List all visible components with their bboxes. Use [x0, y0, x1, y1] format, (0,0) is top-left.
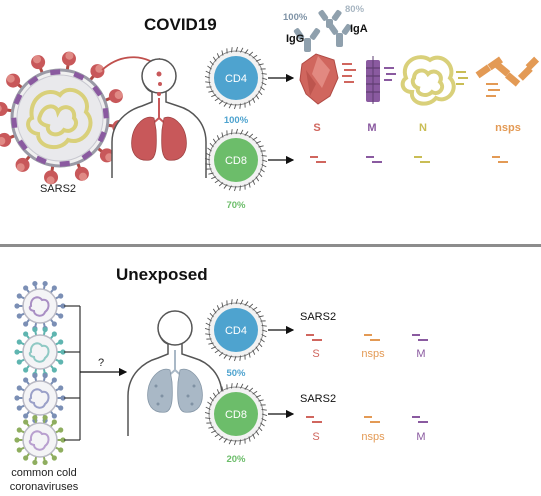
igg-label: IgG: [286, 33, 304, 45]
human-lungs-icon: [111, 58, 207, 178]
spike-protein-icon: [299, 53, 356, 105]
cd4-top-label: CD4: [225, 73, 247, 85]
section-divider: [0, 244, 541, 247]
t-cell-icon: CD4: [204, 298, 268, 362]
peptide-icon: [310, 156, 508, 163]
coronavirus-icon: [14, 280, 66, 332]
cd4-sars2-label: SARS2: [300, 311, 336, 323]
peptide-icon: [306, 334, 428, 341]
iga-percent: 80%: [345, 4, 365, 15]
bottom-title: Unexposed: [116, 265, 208, 284]
top-title: COVID19: [144, 15, 217, 34]
common-cold-virus-group: [14, 280, 66, 466]
coronavirus-icon: [14, 414, 66, 466]
igg-antibody-icon: [293, 28, 321, 52]
cd8-antigen-nsps: nsps: [361, 431, 385, 443]
cd8-sars2-label: SARS2: [300, 393, 336, 405]
t-cell-icon: CD8: [204, 128, 268, 192]
cd8-bottom-label: CD8: [225, 409, 247, 421]
iga-label: IgA: [350, 23, 368, 35]
coronavirus-icon: [14, 372, 66, 424]
nsps-icon: [475, 56, 540, 97]
cd4-bottom-percent: 50%: [226, 368, 246, 379]
cd8-top-label: CD8: [225, 155, 247, 167]
human-lungs-icon: [127, 310, 223, 436]
common-cold-label-line1: common cold: [11, 467, 76, 479]
coronavirus-icon: [14, 326, 66, 378]
igg-percent: 100%: [283, 12, 308, 23]
common-cold-label-line2: coronaviruses: [10, 481, 79, 493]
virus-label: SARS2: [40, 183, 76, 195]
cd4-top-percent: 100%: [224, 115, 249, 126]
cd4-antigen-s: S: [312, 348, 319, 360]
cd8-antigen-s: S: [312, 431, 319, 443]
cd8-bottom-percent: 20%: [226, 454, 246, 465]
antigen-nsps-label: nsps: [495, 122, 521, 134]
cd4-bottom-label: CD4: [225, 325, 247, 337]
antigen-s-label: S: [313, 122, 320, 134]
sars2-virus-icon: [0, 51, 127, 185]
virus-bracket: [64, 305, 81, 441]
antigen-n-label: N: [419, 122, 427, 134]
cd8-antigen-m: M: [416, 431, 425, 443]
cd8-top-percent: 70%: [226, 200, 246, 211]
t-cell-icon: CD4: [204, 46, 268, 110]
antigen-m-label: M: [367, 122, 376, 134]
cd4-antigen-m: M: [416, 348, 425, 360]
cd4-antigen-nsps: nsps: [361, 348, 385, 360]
nucleocapsid-icon: [400, 55, 468, 106]
peptide-icon: [306, 416, 428, 423]
t-cell-icon: CD8: [204, 382, 268, 446]
membrane-protein-icon: [366, 56, 396, 104]
iga-antibody-icon: [318, 9, 352, 47]
question-mark: ?: [98, 357, 104, 369]
